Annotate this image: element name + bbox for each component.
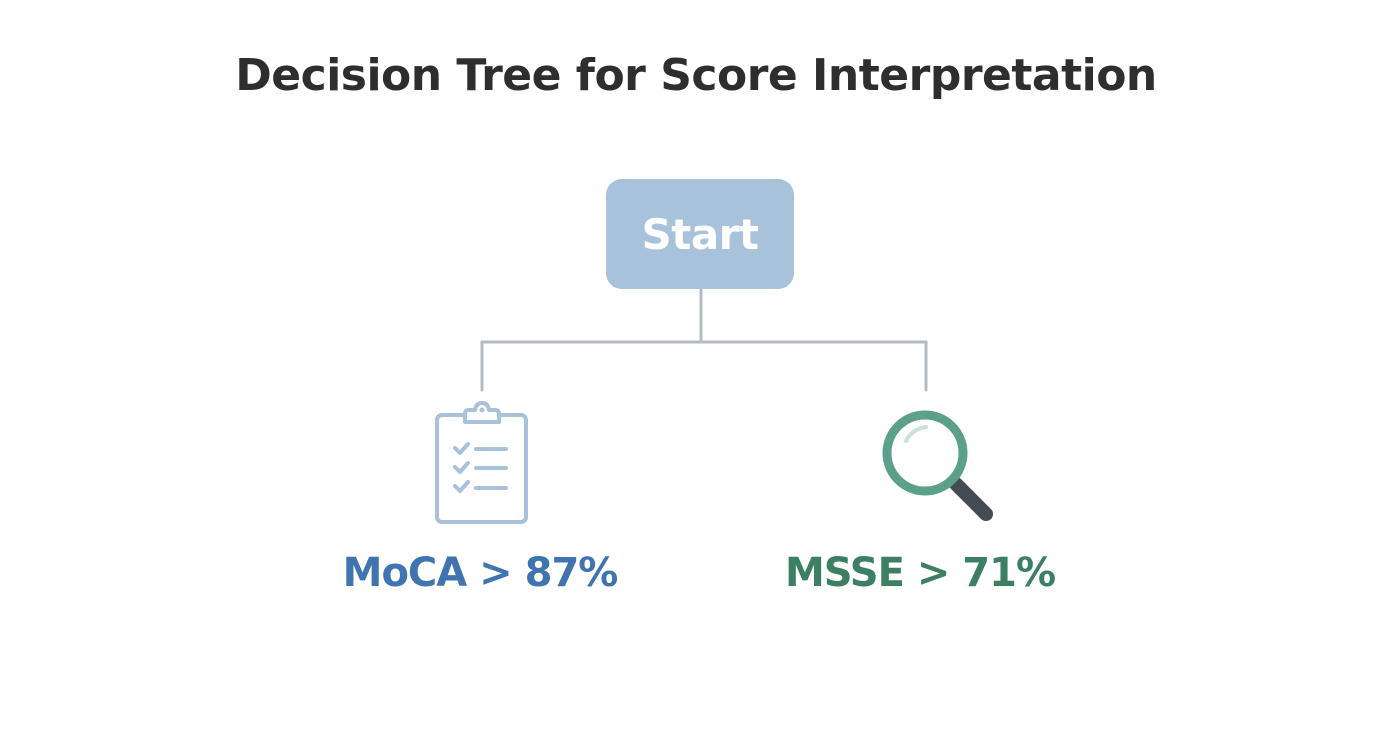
start-node[interactable]: Start: [606, 179, 794, 289]
branch-label-msse: MSSE > 71%: [784, 550, 1056, 596]
branch-label-moca: MoCA > 87%: [342, 550, 619, 596]
diagram-title: Decision Tree for Score Interpretation: [235, 50, 1157, 101]
clipboard-checklist-icon: [435, 401, 528, 524]
start-node-label: Start: [641, 209, 759, 259]
magnifying-glass-icon: [882, 410, 993, 521]
